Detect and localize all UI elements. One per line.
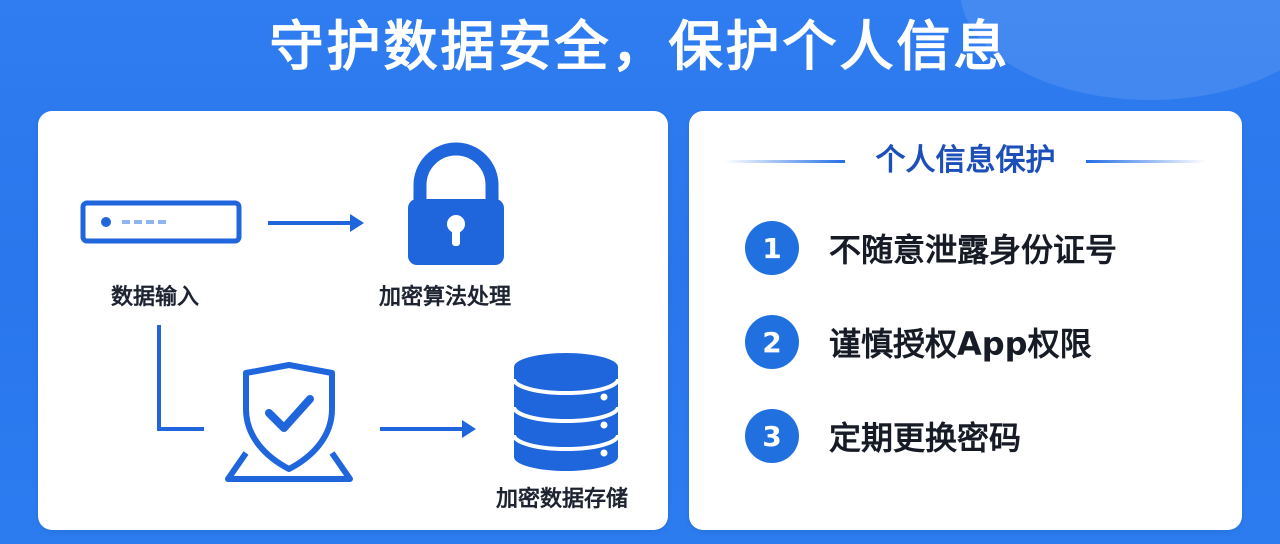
server-icon [80,200,242,244]
flow-label-encrypted-storage: 加密数据存储 [496,487,629,512]
encryption-flow-panel: 数据输入 加密算法处理 加密数据存储 [38,111,668,530]
page-title: 守护数据安全，保护个人信息 [269,15,1011,78]
arrow-right-icon [268,214,364,232]
tip-item: 2 谨慎授权App权限 [745,314,1092,370]
divider-line [725,160,845,163]
tip-text: 谨慎授权App权限 [829,325,1092,363]
flow-label-data-input: 数据输入 [111,285,200,310]
protection-heading: 个人信息保护 [875,143,1056,178]
flow-diagram [80,142,620,482]
divider-line [1086,160,1206,163]
tip-text: 定期更换密码 [829,419,1022,457]
flow-label-encryption: 加密算法处理 [379,285,512,310]
tip-item: 3 定期更换密码 [745,408,1021,464]
tip-number-badge: 3 [745,409,799,463]
protection-header: 个人信息保护 [689,139,1242,183]
database-icon [512,353,620,471]
tip-item: 1 不随意泄露身份证号 [745,220,1117,276]
tip-number-badge: 1 [745,221,799,275]
tip-number-badge: 2 [745,315,799,369]
tip-text: 不随意泄露身份证号 [829,231,1118,269]
padlock-icon [408,142,504,265]
protection-panel: 个人信息保护 1 不随意泄露身份证号 2 谨慎授权App权限 3 定期更换密码 [689,111,1242,530]
arrow-right-icon [380,420,476,438]
shield-check-icon [225,362,353,482]
connector-line [157,325,204,431]
